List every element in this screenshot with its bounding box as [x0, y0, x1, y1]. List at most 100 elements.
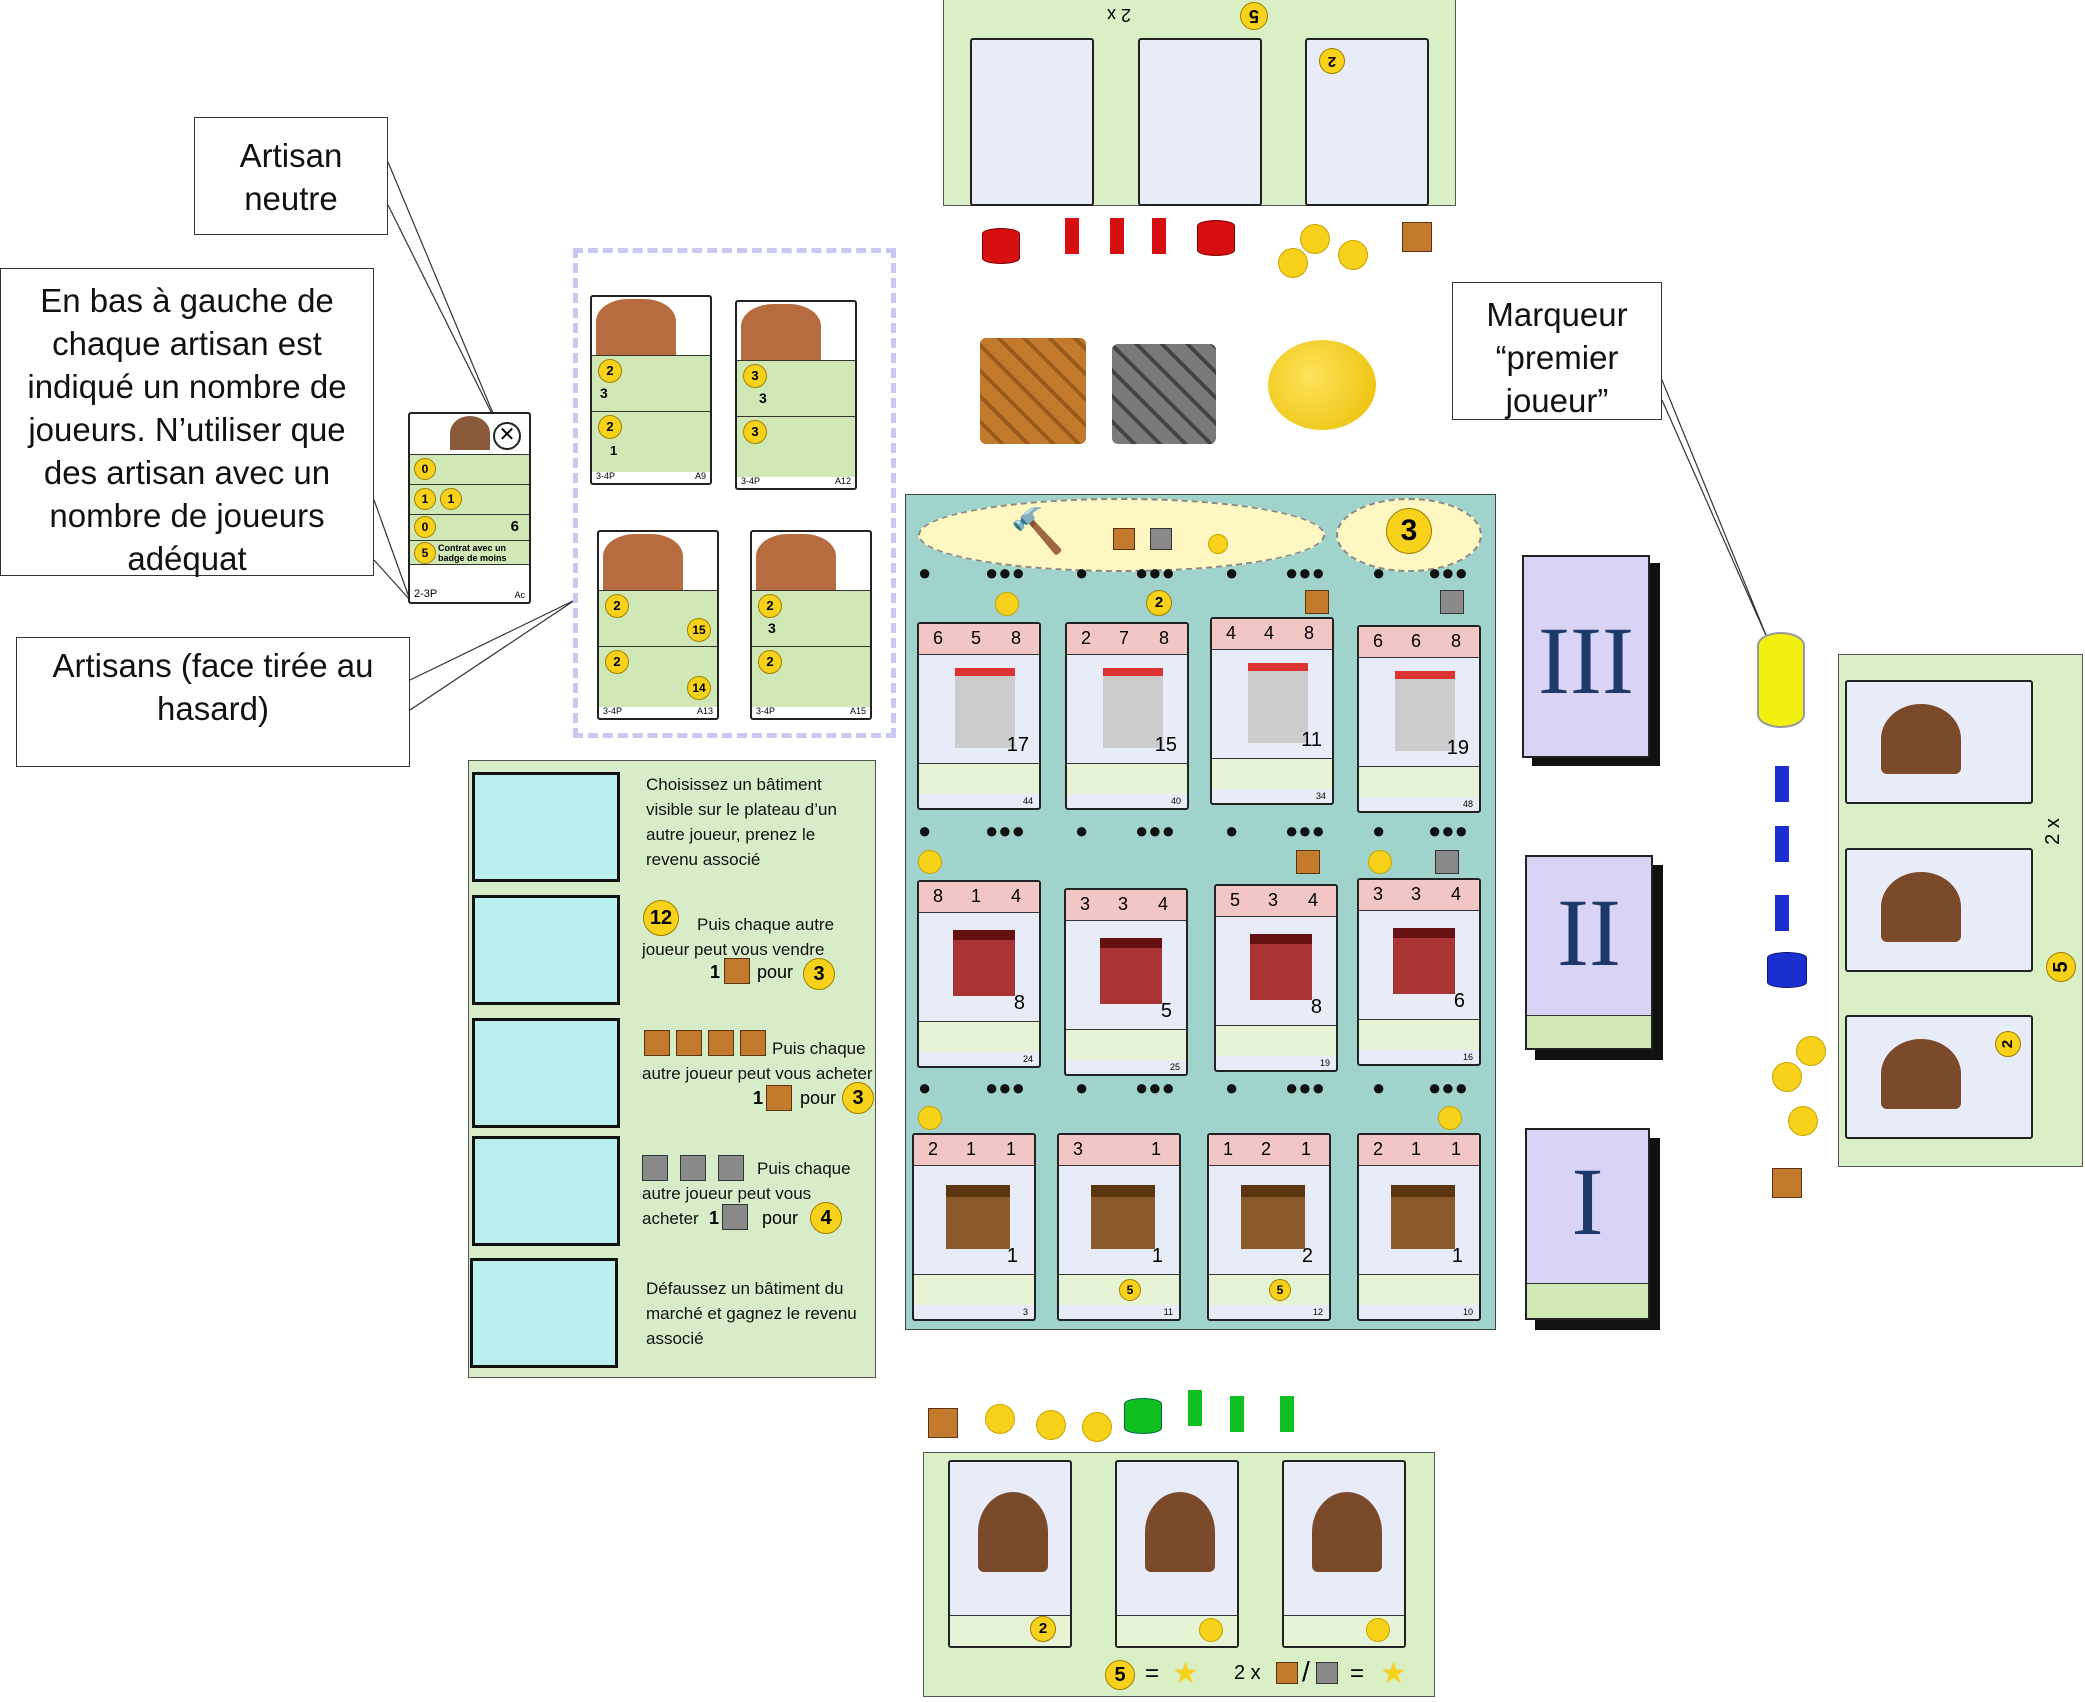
bottom-hut-card-1[interactable]: 2	[948, 1460, 1072, 1648]
top-hut-card-3[interactable]: 2	[1305, 38, 1429, 206]
contract-3-price: 3	[842, 1082, 874, 1114]
cost-3: 1	[1151, 1139, 1162, 1159]
neutral-symbol-icon: ✕	[493, 422, 521, 450]
house-card-24[interactable]: 8 1 4 8 24	[917, 880, 1041, 1068]
cabin-card-3[interactable]: 2 1 1 1 3	[912, 1133, 1036, 1321]
first-player-marker[interactable]	[1757, 632, 1805, 728]
cube-icon	[722, 1204, 748, 1230]
house-icon	[953, 930, 1015, 996]
right-hut-card-3[interactable]: 2	[1845, 1015, 2033, 1139]
coin-icon	[1338, 240, 1368, 270]
bottom-hut-card-2[interactable]	[1115, 1460, 1239, 1648]
contract-3-text: Puis chaque autre joueur peut vous achet…	[642, 1039, 873, 1083]
house-card-25[interactable]: 3 3 4 5 25	[1064, 888, 1188, 1076]
artisan-a13-players: 3-4P	[603, 706, 623, 716]
contract-card-1[interactable]	[472, 772, 620, 882]
single-player-icon: ●	[918, 560, 932, 585]
top-hut-card-2[interactable]	[1138, 38, 1262, 206]
artisan-a12-code: A12	[834, 476, 851, 486]
right-times-label: 2 x	[2041, 818, 2064, 845]
neutral-code: Ac	[514, 590, 525, 600]
hut-icon	[1881, 1039, 1961, 1109]
hut-icon	[1881, 872, 1961, 942]
cost-1: 1	[1223, 1139, 1234, 1159]
cost-3: 8	[1304, 623, 1315, 643]
artisan-a9-cost: 3	[600, 385, 608, 401]
cost-1: 8	[933, 886, 944, 906]
cost-3: 1	[1006, 1139, 1017, 1159]
castle-card-44[interactable]: 6 5 8 17 44	[917, 622, 1041, 810]
deck-ii[interactable]: II	[1525, 855, 1653, 1050]
cost-2: 1	[1411, 1139, 1422, 1159]
callout-random-artisans-text: Artisans (face tirée au hasard)	[52, 647, 374, 727]
house-card-19[interactable]: 5 3 4 8 19	[1214, 884, 1338, 1072]
castle-card-40[interactable]: 2 7 8 15 40	[1065, 622, 1189, 810]
coin-icon	[1788, 1106, 1818, 1136]
group-players-icon: ●●●	[1428, 560, 1468, 585]
callout-first-player-text: Marqueur “premier joueur”	[1486, 296, 1628, 419]
bottom-hut-card-3[interactable]	[1282, 1460, 1406, 1648]
house-card-16[interactable]: 3 3 4 6 16	[1357, 878, 1481, 1066]
cost-2: 4	[1264, 623, 1275, 643]
card-id: 12	[1312, 1307, 1323, 1317]
top-times-label: 2 x	[1107, 5, 1132, 25]
cost-1: 2	[1373, 1139, 1384, 1159]
contract-card-4[interactable]	[472, 1136, 620, 1246]
cost-3: 4	[1451, 884, 1462, 904]
cost-2: 3	[1411, 884, 1422, 904]
right-hut-card-1[interactable]	[1845, 680, 2033, 804]
coin-icon	[1208, 534, 1228, 554]
artisan-a9-bottom-coin: 2	[598, 415, 622, 439]
artisan-portrait	[596, 299, 676, 355]
victory-points: 2	[1301, 1245, 1313, 1267]
artisan-card-a12[interactable]: 3 3 3 3-4P A12	[735, 300, 857, 490]
contract-4-text: Puis chaque autre joueur peut vous achet…	[642, 1159, 851, 1228]
deck-iii[interactable]: III	[1522, 555, 1650, 758]
group-players-icon: ●●●	[1135, 818, 1175, 843]
house-icon	[1100, 938, 1162, 1004]
castle-card-34[interactable]: 4 4 8 11 34	[1210, 617, 1334, 805]
artisan-a12-players: 3-4P	[741, 476, 761, 486]
single-player-icon: ●	[1075, 560, 1089, 585]
callout-neutral-artisan: Artisan neutre	[194, 117, 388, 235]
deck-i[interactable]: I	[1525, 1128, 1650, 1320]
artisan-card-a13[interactable]: 2 15 2 14 3-4P A13	[597, 530, 719, 720]
cabin-icon	[1091, 1185, 1155, 1249]
gray-cube-supply	[1112, 344, 1216, 444]
bottom-times-label: 2 x	[1234, 1662, 1261, 1684]
artisan-a12-bottom-coin: 3	[743, 420, 767, 444]
cube-icon	[724, 958, 750, 984]
single-player-icon: ●	[1075, 1075, 1089, 1100]
neutral-row-3-value: 6	[510, 518, 519, 535]
cube-icon	[1435, 850, 1459, 874]
cube-icon	[718, 1155, 744, 1181]
coin-icon	[1438, 1106, 1462, 1130]
contract-card-5[interactable]	[470, 1258, 618, 1368]
artisan-portrait	[741, 304, 821, 360]
victory-points: 8	[1310, 996, 1322, 1018]
cabin-card-10[interactable]: 2 1 1 1 10	[1357, 1133, 1481, 1321]
top-hut-card-1[interactable]	[970, 38, 1094, 206]
single-player-icon: ●	[1372, 818, 1386, 843]
card-id: 10	[1462, 1307, 1473, 1317]
group-players-icon: ●●●	[985, 818, 1025, 843]
hut-icon	[1881, 704, 1961, 774]
cabin-card-12[interactable]: 1 2 1 2 5 12	[1207, 1133, 1331, 1321]
castle-card-48[interactable]: 6 6 8 19 48	[1357, 625, 1481, 813]
artisan-card-a9[interactable]: 2 3 2 1 3-4P A9	[590, 295, 712, 485]
card-id: 16	[1462, 1052, 1473, 1062]
single-player-icon: ●	[1075, 818, 1089, 843]
hut-icon	[1145, 1492, 1215, 1572]
bottom-equals-2: =	[1350, 1660, 1365, 1687]
contract-card-2[interactable]	[472, 895, 620, 1005]
cube-icon	[1305, 590, 1329, 614]
cost-3: 4	[1158, 894, 1169, 914]
contract-card-3[interactable]	[472, 1018, 620, 1128]
blue-cylinder	[1767, 952, 1807, 988]
cube-icon	[708, 1030, 734, 1056]
cube-icon	[1440, 590, 1464, 614]
cost-2: 3	[1268, 890, 1279, 910]
artisan-card-a15[interactable]: 2 3 2 3-4P A15	[750, 530, 872, 720]
right-hut-card-2[interactable]	[1845, 848, 2033, 972]
cabin-card-11[interactable]: 3 1 1 5 11	[1057, 1133, 1181, 1321]
